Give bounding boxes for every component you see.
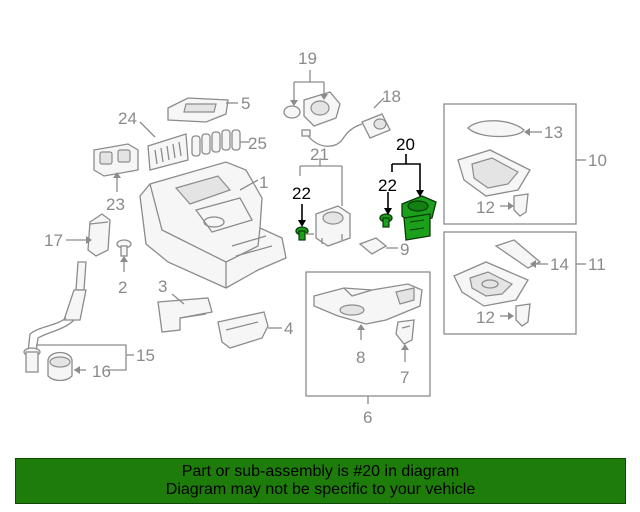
callout-4: 4 [284,319,293,338]
info-banner: Part or sub-assembly is #20 in diagram D… [15,458,626,504]
callout-17: 17 [44,231,63,250]
callout-25: 25 [248,134,267,153]
part-24-grille [147,133,189,171]
part-11-bezel [453,261,529,307]
part-12-clip-upper [513,193,529,217]
part-25-clips [191,129,241,157]
callout-22-right: 22 [378,176,397,195]
part-10-bezel [457,149,531,197]
part-9-clip [358,237,388,255]
banner-line-2: Diagram may not be specific to your vehi… [165,481,476,498]
part-1-console [139,161,287,289]
part-22-screw-left [295,226,314,241]
parts-diagram: 5 24 25 23 1 17 [23,49,607,427]
part-21-socket [315,205,351,247]
part-19-socket [283,91,341,127]
part-17-shift-knob [87,213,111,257]
callout-24: 24 [118,109,137,128]
callout-8: 8 [356,348,365,367]
callout-6: 6 [363,408,372,427]
group-box-11 [443,231,577,335]
callout-22-left: 22 [292,184,311,203]
banner-line-1: Part or sub-assembly is #20 in diagram [181,463,460,480]
callout-2: 2 [118,278,127,297]
callout-12-lower: 12 [476,308,495,327]
callout-13: 13 [544,123,563,142]
callout-21: 21 [310,145,329,164]
part-3-bracket [157,297,213,333]
callout-5: 5 [241,94,250,113]
callout-1: 1 [259,173,268,192]
part-14-trim [494,239,542,269]
callout-15: 15 [136,346,155,365]
callout-10: 10 [588,151,607,170]
part-15-shift-lever [23,261,87,373]
callout-19: 19 [298,49,317,68]
part-22-screw-right [379,213,393,228]
part-16-boot [47,351,73,382]
part-5-trim [167,97,229,123]
part-20-switch-assembly [401,195,437,241]
callout-16: 16 [92,362,111,381]
part-8-tray [313,283,423,325]
part-4-bracket [217,311,269,349]
part-23-switch-panel [93,143,139,177]
group-box-10 [443,103,577,225]
callout-11: 11 [588,255,606,274]
callout-9: 9 [400,240,409,259]
part-12-clip-lower [515,303,531,327]
part-18-lighter [301,113,391,147]
callout-3: 3 [158,277,167,296]
part-2-screw [116,239,132,257]
callout-20: 20 [396,135,415,154]
callout-7: 7 [400,368,409,387]
callout-18: 18 [382,87,401,106]
part-13-cover [467,120,525,138]
callout-23: 23 [106,195,125,214]
callout-14: 14 [550,255,569,274]
part-7-clip [395,319,415,345]
callout-12-upper: 12 [476,198,495,217]
